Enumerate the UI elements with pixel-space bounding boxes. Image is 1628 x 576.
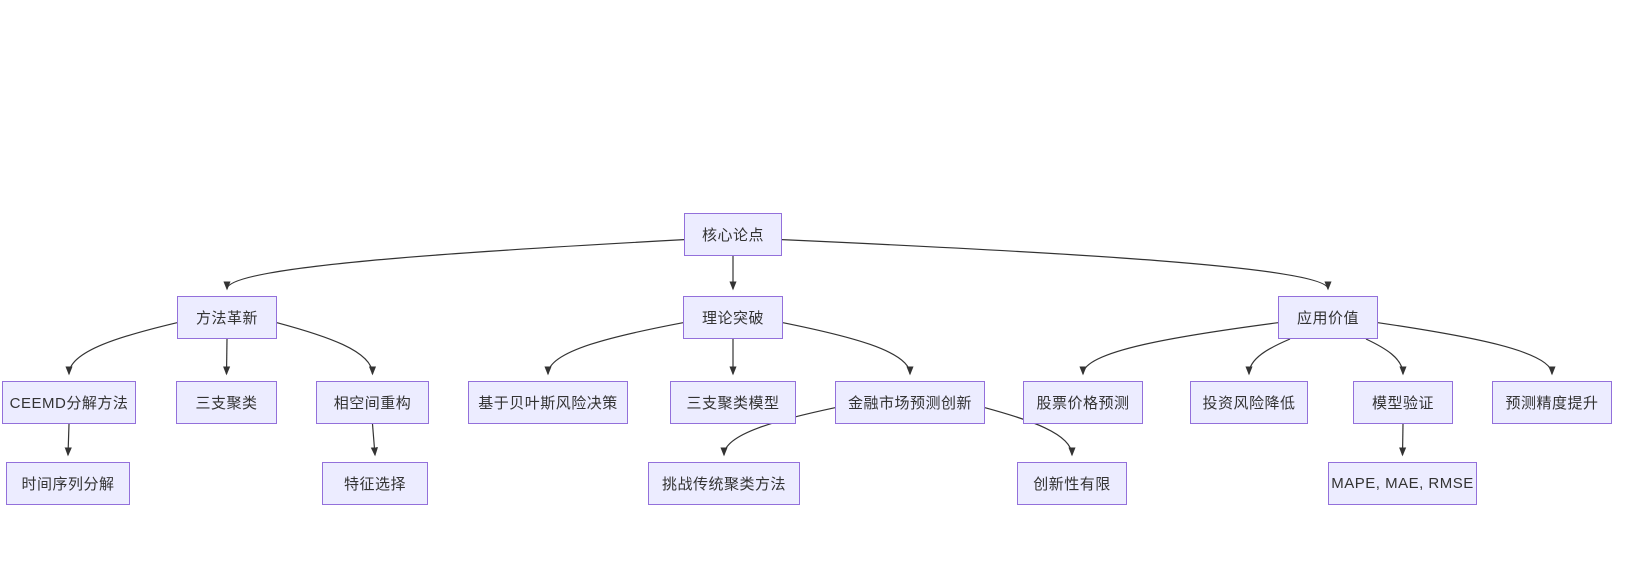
flowchart-node-finance: 金融市场预测创新 bbox=[835, 381, 985, 424]
flowchart-node-theory: 理论突破 bbox=[683, 296, 783, 339]
flowchart-node-ceemd: CEEMD分解方法 bbox=[2, 381, 136, 424]
flowchart-node-invest: 投资风险降低 bbox=[1190, 381, 1308, 424]
edge-theory-bayes bbox=[544, 322, 684, 376]
edge-value-invest bbox=[1245, 338, 1291, 376]
flowchart-node-accuracy: 预测精度提升 bbox=[1492, 381, 1612, 424]
flowchart-node-bayes: 基于贝叶斯风险决策 bbox=[468, 381, 628, 424]
flowchart-node-threeway: 三支聚类 bbox=[176, 381, 277, 424]
edge-value-stock bbox=[1079, 322, 1279, 376]
flowchart-node-value: 应用价值 bbox=[1278, 296, 1378, 339]
edge-root-method bbox=[223, 239, 685, 291]
flowchart-node-stock: 股票价格预测 bbox=[1023, 381, 1143, 424]
edge-ceemd-timeseries bbox=[64, 423, 72, 457]
edge-value-accuracy bbox=[1377, 322, 1556, 376]
flowchart-node-model: 模型验证 bbox=[1353, 381, 1453, 424]
edge-theory-finance bbox=[782, 322, 914, 376]
flowchart-node-metrics: MAPE, MAE, RMSE bbox=[1328, 462, 1477, 505]
flowchart-node-root: 核心论点 bbox=[684, 213, 782, 256]
flowchart-node-challenge: 挑战传统聚类方法 bbox=[648, 462, 800, 505]
flowchart-node-method: 方法革新 bbox=[177, 296, 277, 339]
edge-value-model bbox=[1365, 338, 1407, 376]
edge-method-threeway bbox=[223, 338, 231, 376]
edge-phase-feature bbox=[370, 423, 378, 457]
edge-method-phase bbox=[276, 322, 377, 376]
edge-method-ceemd bbox=[65, 322, 178, 376]
flowchart-node-timeseries: 时间序列分解 bbox=[6, 462, 130, 505]
edge-model-metrics bbox=[1399, 423, 1407, 457]
flowchart-node-limited: 创新性有限 bbox=[1017, 462, 1127, 505]
flowchart-node-threemodel: 三支聚类模型 bbox=[670, 381, 796, 424]
flowchart-node-feature: 特征选择 bbox=[322, 462, 428, 505]
edge-root-value bbox=[781, 239, 1332, 291]
flowchart-node-phase: 相空间重构 bbox=[316, 381, 429, 424]
